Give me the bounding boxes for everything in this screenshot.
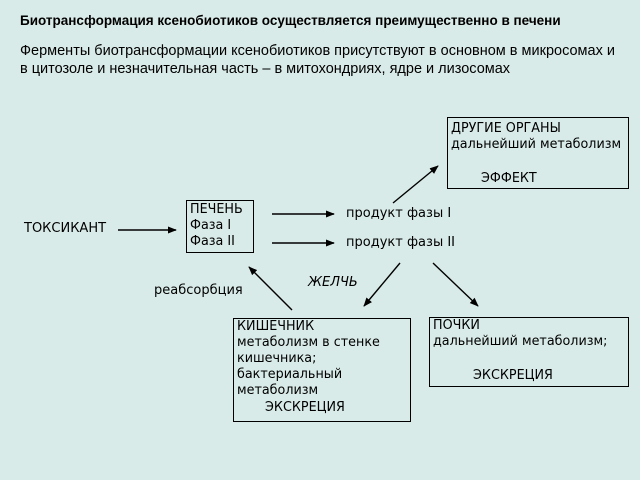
other-organs-title: ДРУГИЕ ОРГАНЫ bbox=[451, 121, 561, 136]
intestine-line4: бактериальный bbox=[237, 367, 343, 382]
liver-box: ПЕЧЕНЬ Фаза I Фаза II bbox=[186, 200, 254, 253]
kidneys-excretion: ЭКСКРЕЦИЯ bbox=[473, 368, 553, 383]
intestine-title: КИШЕЧНИК bbox=[237, 319, 315, 334]
intestine-box: КИШЕЧНИК метаболизм в стенке кишечника; … bbox=[233, 318, 411, 422]
intestine-excretion: ЭКСКРЕЦИЯ bbox=[265, 400, 345, 415]
kidneys-box: ПОЧКИ дальнейший метаболизм; ЭКСКРЕЦИЯ bbox=[429, 317, 629, 387]
arrow-reabsorption bbox=[248, 266, 293, 311]
liver-phase2: Фаза II bbox=[190, 234, 235, 249]
kidneys-metabolism: дальнейший метаболизм; bbox=[433, 334, 608, 349]
other-organs-box: ДРУГИЕ ОРГАНЫ дальнейший метаболизм ЭФФЕ… bbox=[447, 117, 629, 189]
description-paragraph: Ферменты биотрансформации ксенобиотиков … bbox=[20, 43, 615, 77]
liver-phase1: Фаза I bbox=[190, 218, 232, 233]
page-title: Биотрансформация ксенобиотиков осуществл… bbox=[20, 13, 561, 28]
arrow-to-kidneys bbox=[432, 262, 479, 307]
intestine-line2: метаболизм в стенке bbox=[237, 335, 380, 350]
liver-title: ПЕЧЕНЬ bbox=[190, 202, 243, 217]
product-phase2-label: продукт фазы II bbox=[346, 235, 456, 250]
intestine-line5: метаболизм bbox=[237, 383, 319, 398]
product-phase1-label: продукт фазы I bbox=[346, 206, 452, 221]
other-organs-metabolism: дальнейший метаболизм bbox=[451, 137, 622, 152]
bile-label: ЖЕЛЧЬ bbox=[308, 275, 358, 290]
intestine-line3: кишечника; bbox=[237, 351, 317, 366]
toxicant-label: ТОКСИКАНТ bbox=[24, 221, 107, 236]
reabsorption-label: реабсорбция bbox=[154, 283, 243, 298]
kidneys-title: ПОЧКИ bbox=[433, 318, 480, 333]
arrow-bile-to-intestine bbox=[363, 262, 401, 307]
other-organs-effect: ЭФФЕКТ bbox=[481, 171, 537, 186]
arrow-to-other-organs bbox=[392, 165, 439, 204]
